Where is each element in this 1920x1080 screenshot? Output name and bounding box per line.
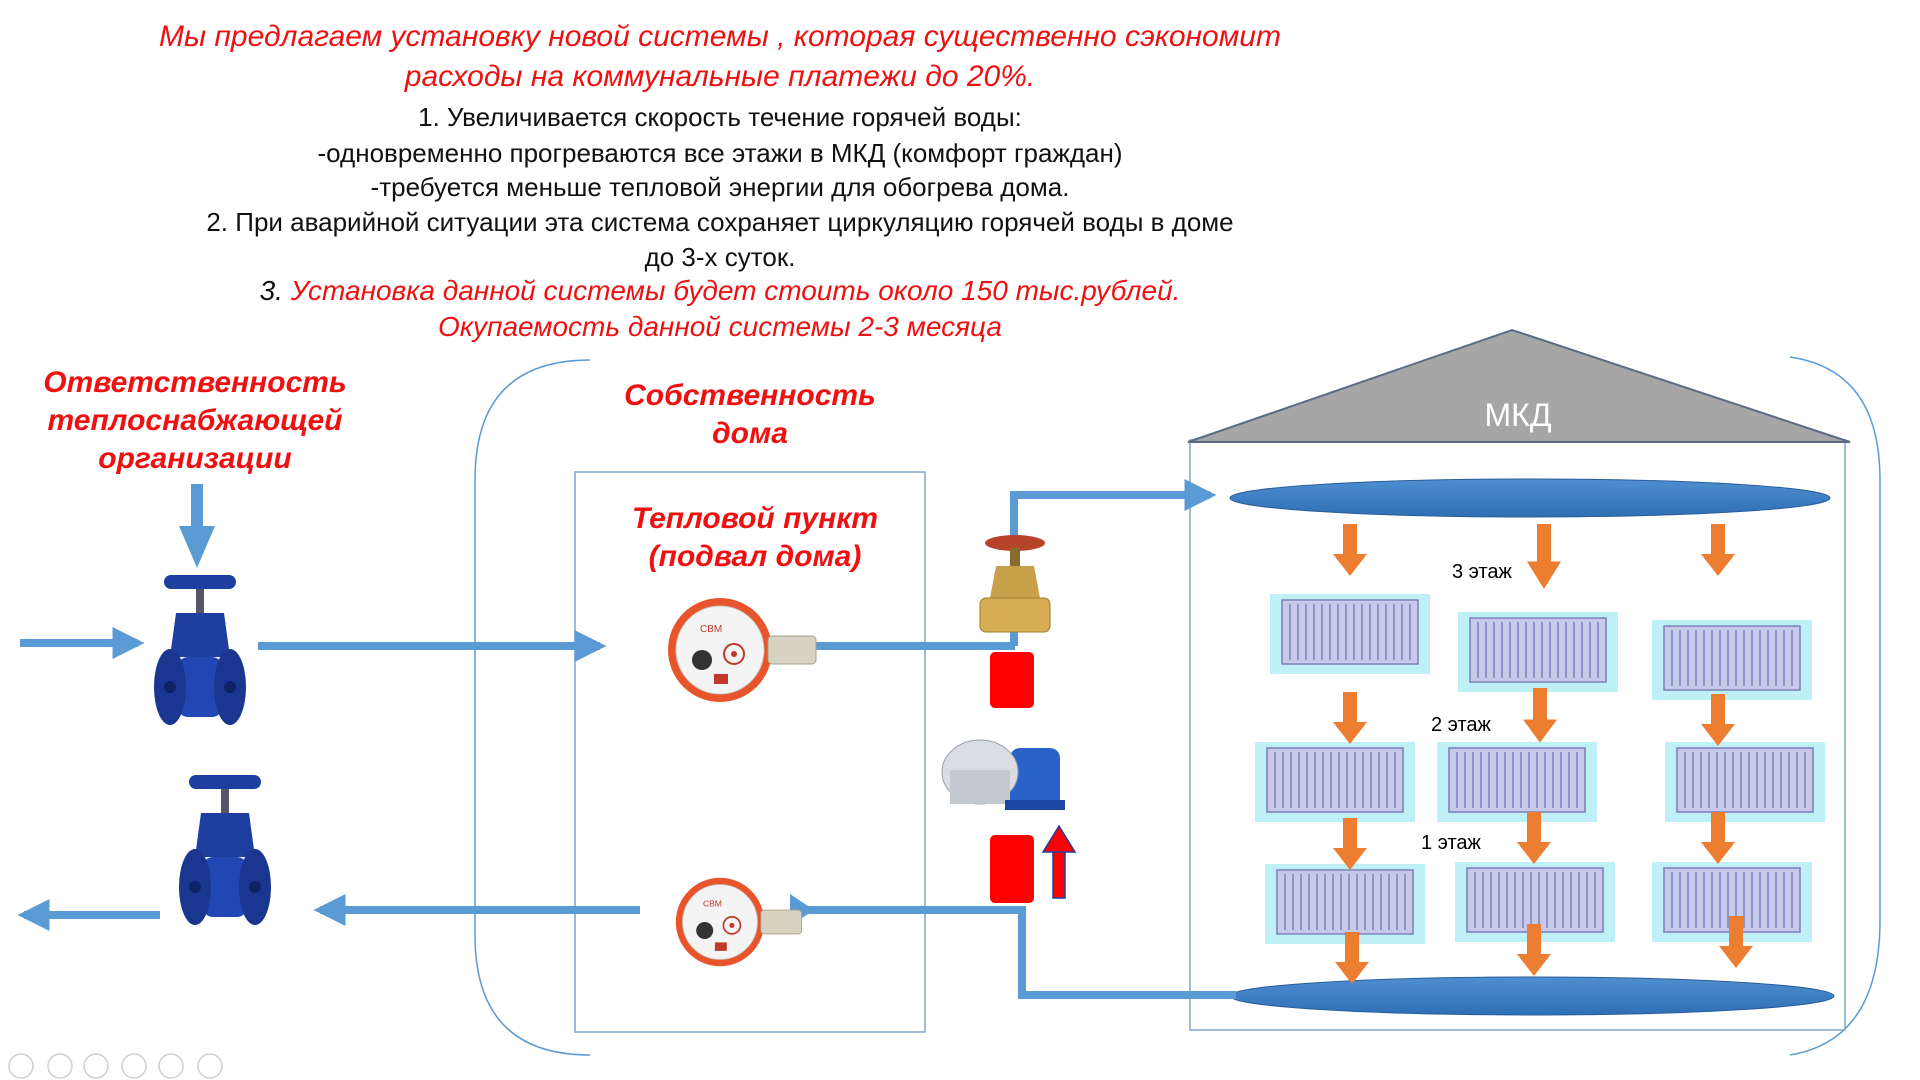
cost-line: 3. Установка данной системы будет стоить… — [0, 274, 1440, 308]
return-gate-valve-icon — [179, 775, 271, 925]
right-bracket — [1789, 356, 1881, 1056]
headline-line-1: Мы предлагаем установку новой системы , … — [159, 20, 1281, 53]
floor-3-label: 3 этаж — [1452, 561, 1512, 583]
floor-2-label: 2 этаж — [1431, 714, 1491, 736]
slide-nav-controls[interactable] — [8, 1053, 223, 1079]
benefit-1a: -одновременно прогреваются все этажи в М… — [317, 138, 1123, 168]
floor-1-label: 1 этаж — [1421, 832, 1481, 854]
ownership-line-2: дома — [712, 417, 788, 450]
ownership-label: Собственность дома — [590, 377, 910, 453]
heat-point-line-1: Тепловой пункт — [631, 502, 879, 535]
benefit-1: 1. Увеличивается скорость течение горяче… — [418, 102, 1022, 132]
benefit-2-cont: до 3-х суток. — [644, 242, 796, 272]
building-label: МКД — [1485, 397, 1552, 433]
cost-number: 3. — [259, 275, 283, 306]
red-cylinder-bottom — [990, 835, 1034, 903]
house-ownership-bracket — [474, 359, 591, 1056]
benefit-2: 2. При аварийной ситуации эта система со… — [206, 207, 1234, 237]
more-icon — [197, 1053, 223, 1079]
prev-slide-icon — [8, 1053, 34, 1079]
supply-down-arrow — [179, 526, 215, 568]
pen-icon — [83, 1053, 109, 1079]
heat-point-box — [574, 471, 926, 1033]
cost-text: Установка данной системы будет стоить ок… — [290, 275, 1181, 306]
heat-point-label: Тепловой пункт (подвал дома) — [600, 500, 910, 576]
zoom-icon — [158, 1053, 184, 1079]
ownership-line-1: Собственность — [624, 379, 876, 412]
supply-water-meter-icon — [667, 597, 817, 703]
heat-point-line-2: (подвал дома) — [648, 540, 862, 573]
supply-gate-valve-icon — [154, 575, 246, 725]
payback-line: Окупаемость данной системы 2-3 месяца — [438, 311, 1002, 342]
circulation-pump-icon — [941, 739, 1065, 810]
responsibility-line-2: теплоснабжающей — [47, 404, 343, 437]
headline-line-2: расходы на коммунальные платежи до 20%. — [404, 60, 1036, 93]
brass-valve-icon — [979, 535, 1051, 633]
building-roof — [1187, 328, 1851, 443]
responsibility-line-3: организации — [98, 442, 292, 475]
responsibility-label: Ответственность теплоснабжающей организа… — [10, 364, 380, 478]
responsibility-line-1: Ответственность — [43, 366, 347, 399]
return-water-meter-icon — [674, 876, 803, 968]
bottom-collector — [1229, 976, 1835, 1016]
red-cylinder-top — [990, 652, 1034, 708]
benefit-1b: -требуется меньше тепловой энергии для о… — [370, 172, 1070, 202]
slides-grid-icon — [121, 1053, 147, 1079]
next-slide-icon — [47, 1053, 73, 1079]
top-collector — [1229, 478, 1831, 518]
circulation-up-arrow — [1041, 824, 1077, 853]
radiators — [1254, 593, 1826, 945]
